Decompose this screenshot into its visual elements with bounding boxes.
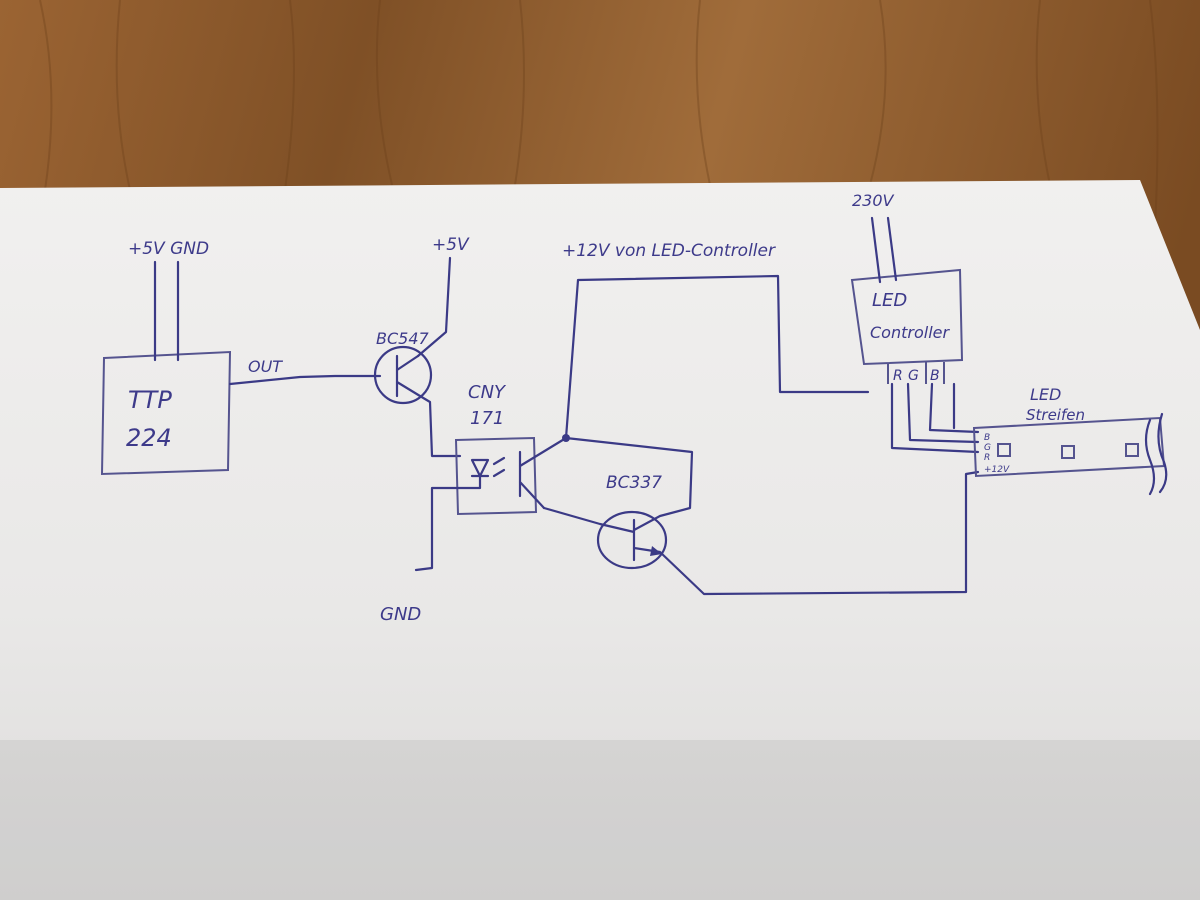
rgb-g-label: G (908, 368, 919, 384)
bc337-transistor (542, 436, 980, 596)
rgb-wire-r (890, 382, 980, 454)
led-controller (850, 216, 964, 384)
v230-label: 230V (852, 191, 895, 210)
strip-pin-g: G (984, 443, 991, 453)
gnd-label: GND (380, 604, 421, 625)
cny171-optocoupler (414, 436, 568, 572)
rgb-b-label: B (930, 368, 940, 384)
ttp-name-line1: TTP (128, 386, 172, 414)
led-strip (972, 412, 1168, 496)
ttp224-module (100, 260, 232, 476)
strip-pin-r: R (984, 453, 990, 463)
led-controller-line1: LED (872, 290, 907, 311)
rgb-r-label: R (893, 368, 903, 384)
plus5v-label: +5V (432, 235, 470, 255)
led-strip-line1: LED (1030, 385, 1061, 404)
led-controller-line2: Controller (870, 323, 950, 342)
rgb-wire-b (928, 382, 980, 434)
ttp-power-label: +5V GND (128, 239, 209, 259)
cny-label-line1: CNY (468, 382, 507, 403)
out-wire (228, 374, 382, 386)
rgb-wire-g (906, 382, 980, 444)
plus12v-wire (564, 274, 870, 440)
bc337-label: BC337 (606, 473, 662, 493)
strip-pin-b: B (984, 433, 990, 443)
led-strip-line2: Streifen (1026, 406, 1085, 424)
paper-sheet (0, 180, 1200, 900)
out-label: OUT (248, 357, 283, 376)
photo-shadow (0, 740, 1200, 900)
plus12v-label: +12V von LED-Controller (562, 241, 776, 261)
bc547-label: BC547 (376, 329, 430, 348)
cny-label-line2: 171 (470, 408, 504, 429)
bc547-transistor (373, 256, 462, 458)
ttp-name-line2: 224 (126, 424, 172, 452)
strip-pin-12v: +12V (984, 465, 1010, 475)
